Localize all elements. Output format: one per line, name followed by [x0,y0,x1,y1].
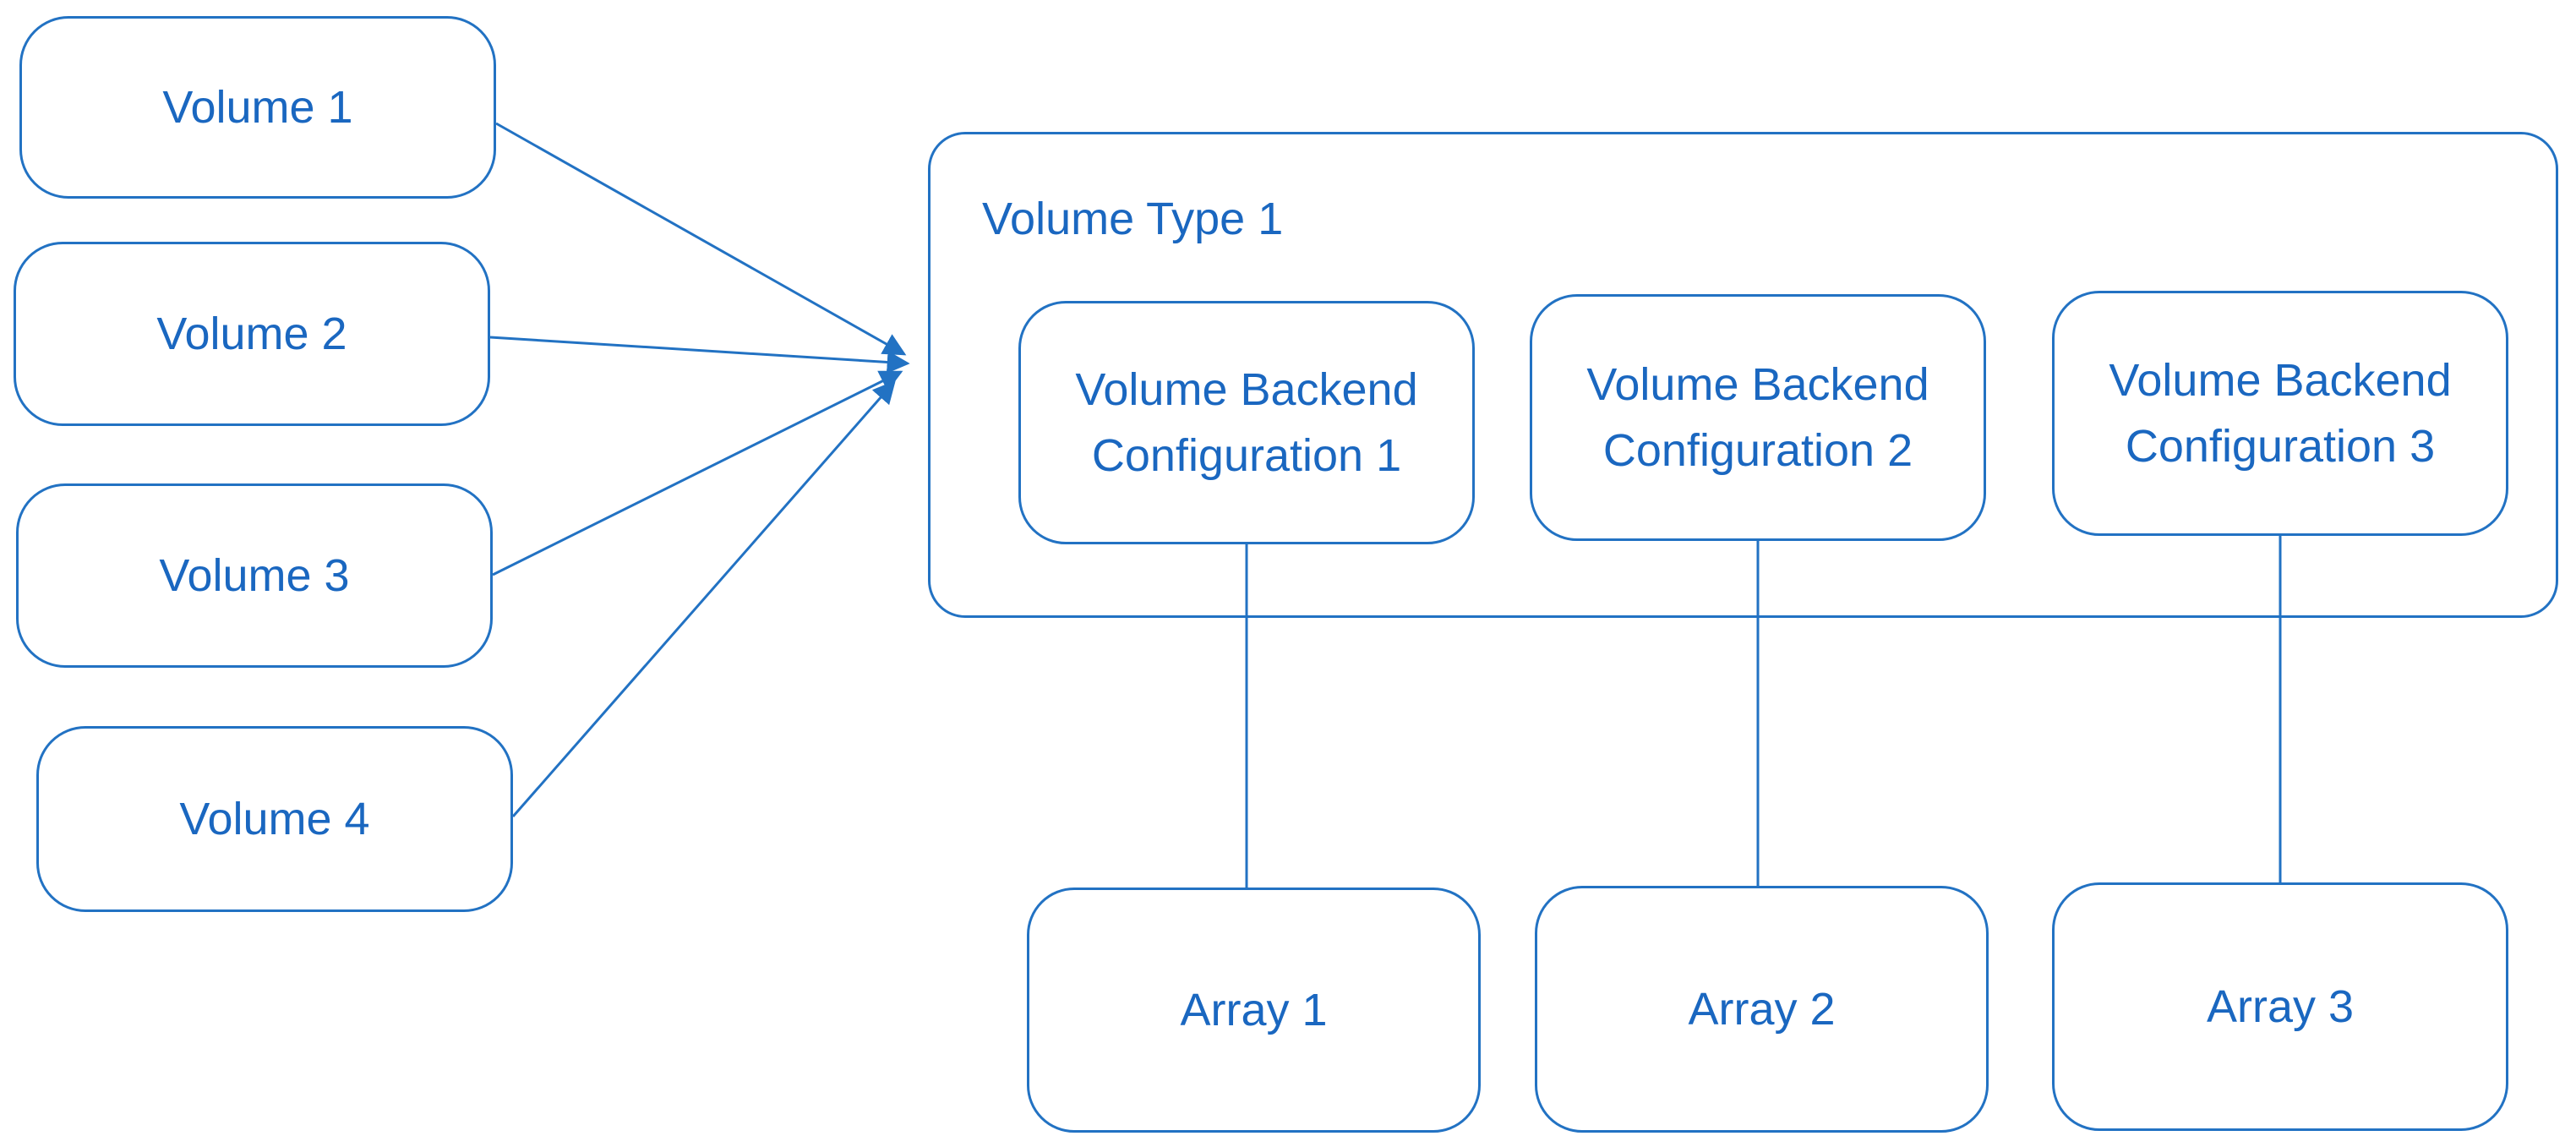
volume-node-4: Volume 4 [36,726,513,912]
array-node-3-label: Array 3 [2206,981,2355,1032]
volume-node-2: Volume 2 [14,242,490,426]
volume-type-container [928,132,2558,618]
arrow-volume-3-to-type [492,370,903,576]
volume-node-1-label: Volume 1 [162,82,353,133]
arrow-volume-4-to-type [511,380,896,817]
backend-config-node-2: Volume Backend Configuration 2 [1530,294,1986,541]
backend-config-node-3: Volume Backend Configuration 3 [2052,291,2508,536]
arrow-volume-1-to-type [495,122,907,356]
array-node-2-label: Array 2 [1688,984,1836,1035]
array-node-2: Array 2 [1535,886,1989,1133]
volume-node-3: Volume 3 [16,483,493,668]
volume-node-4-label: Volume 4 [179,794,370,844]
array-node-1: Array 1 [1027,888,1481,1133]
volume-node-2-label: Volume 2 [156,309,347,359]
volume-node-3-label: Volume 3 [159,550,350,601]
array-node-3: Array 3 [2052,882,2508,1131]
volume-type-label: Volume Type 1 [982,194,1284,244]
volume-node-1: Volume 1 [19,16,496,199]
backend-config-node-1: Volume Backend Configuration 1 [1018,301,1475,544]
arrow-volume-2-to-type [489,336,910,374]
array-node-1-label: Array 1 [1180,985,1328,1035]
backend-config-node-1-label: Volume Backend Configuration 1 [1075,363,1418,481]
backend-config-node-3-label: Volume Backend Configuration 3 [2109,354,2452,472]
backend-config-node-2-label: Volume Backend Configuration 2 [1586,358,1929,476]
